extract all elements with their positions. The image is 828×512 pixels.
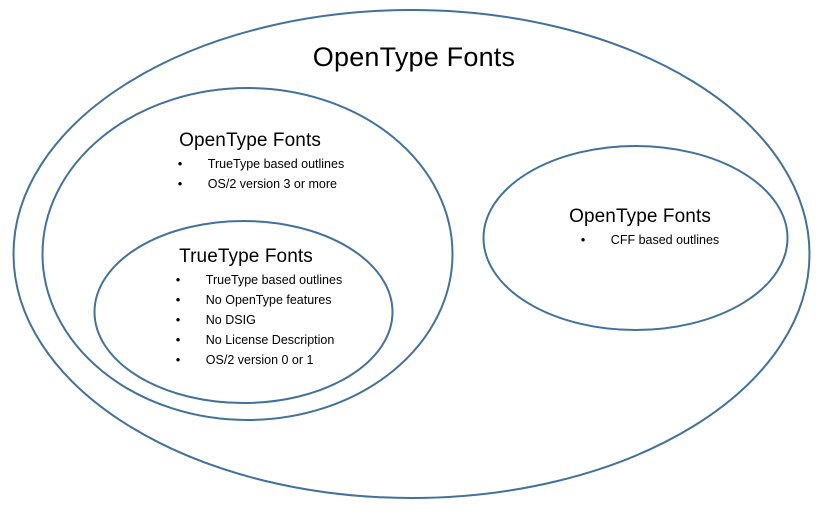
ellipse-opentype-truetype-outlines: [41, 87, 454, 421]
bullet-dot-icon: •: [175, 292, 181, 307]
bullet-dot-icon: •: [177, 156, 183, 171]
list-item: • No OpenType features: [176, 290, 342, 310]
bullet-text: No DSIG: [205, 313, 256, 327]
group-label-truetype-fonts: TrueType Fonts • TrueType based outlines…: [118, 246, 374, 370]
bullet-text: CFF based outlines: [610, 233, 720, 247]
list-item: • OS/2 version 0 or 1: [176, 350, 342, 370]
bullet-dot-icon: •: [175, 332, 181, 347]
bullet-text: No License Description: [205, 333, 335, 347]
bullet-dot-icon: •: [175, 352, 181, 367]
bullet-text: TrueType based outlines: [207, 157, 345, 171]
group-label-opentype-truetype-outlines: OpenType Fonts • TrueType based outlines…: [120, 130, 380, 194]
list-item: • No License Description: [176, 330, 342, 350]
bullet-list-truetype-fonts: • TrueType based outlines • No OpenType …: [176, 270, 342, 370]
list-item: • OS/2 version 3 or more: [178, 174, 344, 194]
ellipse-opentype-cff-outlines: [482, 145, 789, 331]
bullet-dot-icon: •: [175, 272, 181, 287]
list-item: • CFF based outlines: [581, 230, 719, 250]
outer-group-label: OpenType Fonts: [0, 42, 828, 72]
outer-group-title: OpenType Fonts: [312, 42, 516, 72]
list-item: • No DSIG: [176, 310, 342, 330]
ellipse-truetype-fonts: [93, 220, 394, 404]
bullet-dot-icon: •: [175, 312, 181, 327]
bullet-text: TrueType based outlines: [205, 273, 343, 287]
group-title-opentype-truetype-outlines: OpenType Fonts: [179, 130, 321, 151]
bullet-text: No OpenType features: [205, 293, 332, 307]
group-title-truetype-fonts: TrueType Fonts: [179, 246, 313, 267]
outer-ellipse-opentype-fonts: [12, 9, 811, 499]
bullet-text: OS/2 version 0 or 1: [205, 353, 314, 367]
group-title-opentype-cff-outlines: OpenType Fonts: [569, 206, 711, 227]
bullet-dot-icon: •: [580, 232, 586, 247]
bullet-list-opentype-truetype-outlines: • TrueType based outlines • OS/2 version…: [178, 154, 344, 194]
bullet-list-opentype-cff-outlines: • CFF based outlines: [581, 230, 719, 250]
list-item: • TrueType based outlines: [176, 270, 342, 290]
bullet-text: OS/2 version 3 or more: [207, 177, 337, 191]
list-item: • TrueType based outlines: [178, 154, 344, 174]
group-label-opentype-cff-outlines: OpenType Fonts • CFF based outlines: [520, 206, 760, 250]
bullet-dot-icon: •: [177, 176, 183, 191]
